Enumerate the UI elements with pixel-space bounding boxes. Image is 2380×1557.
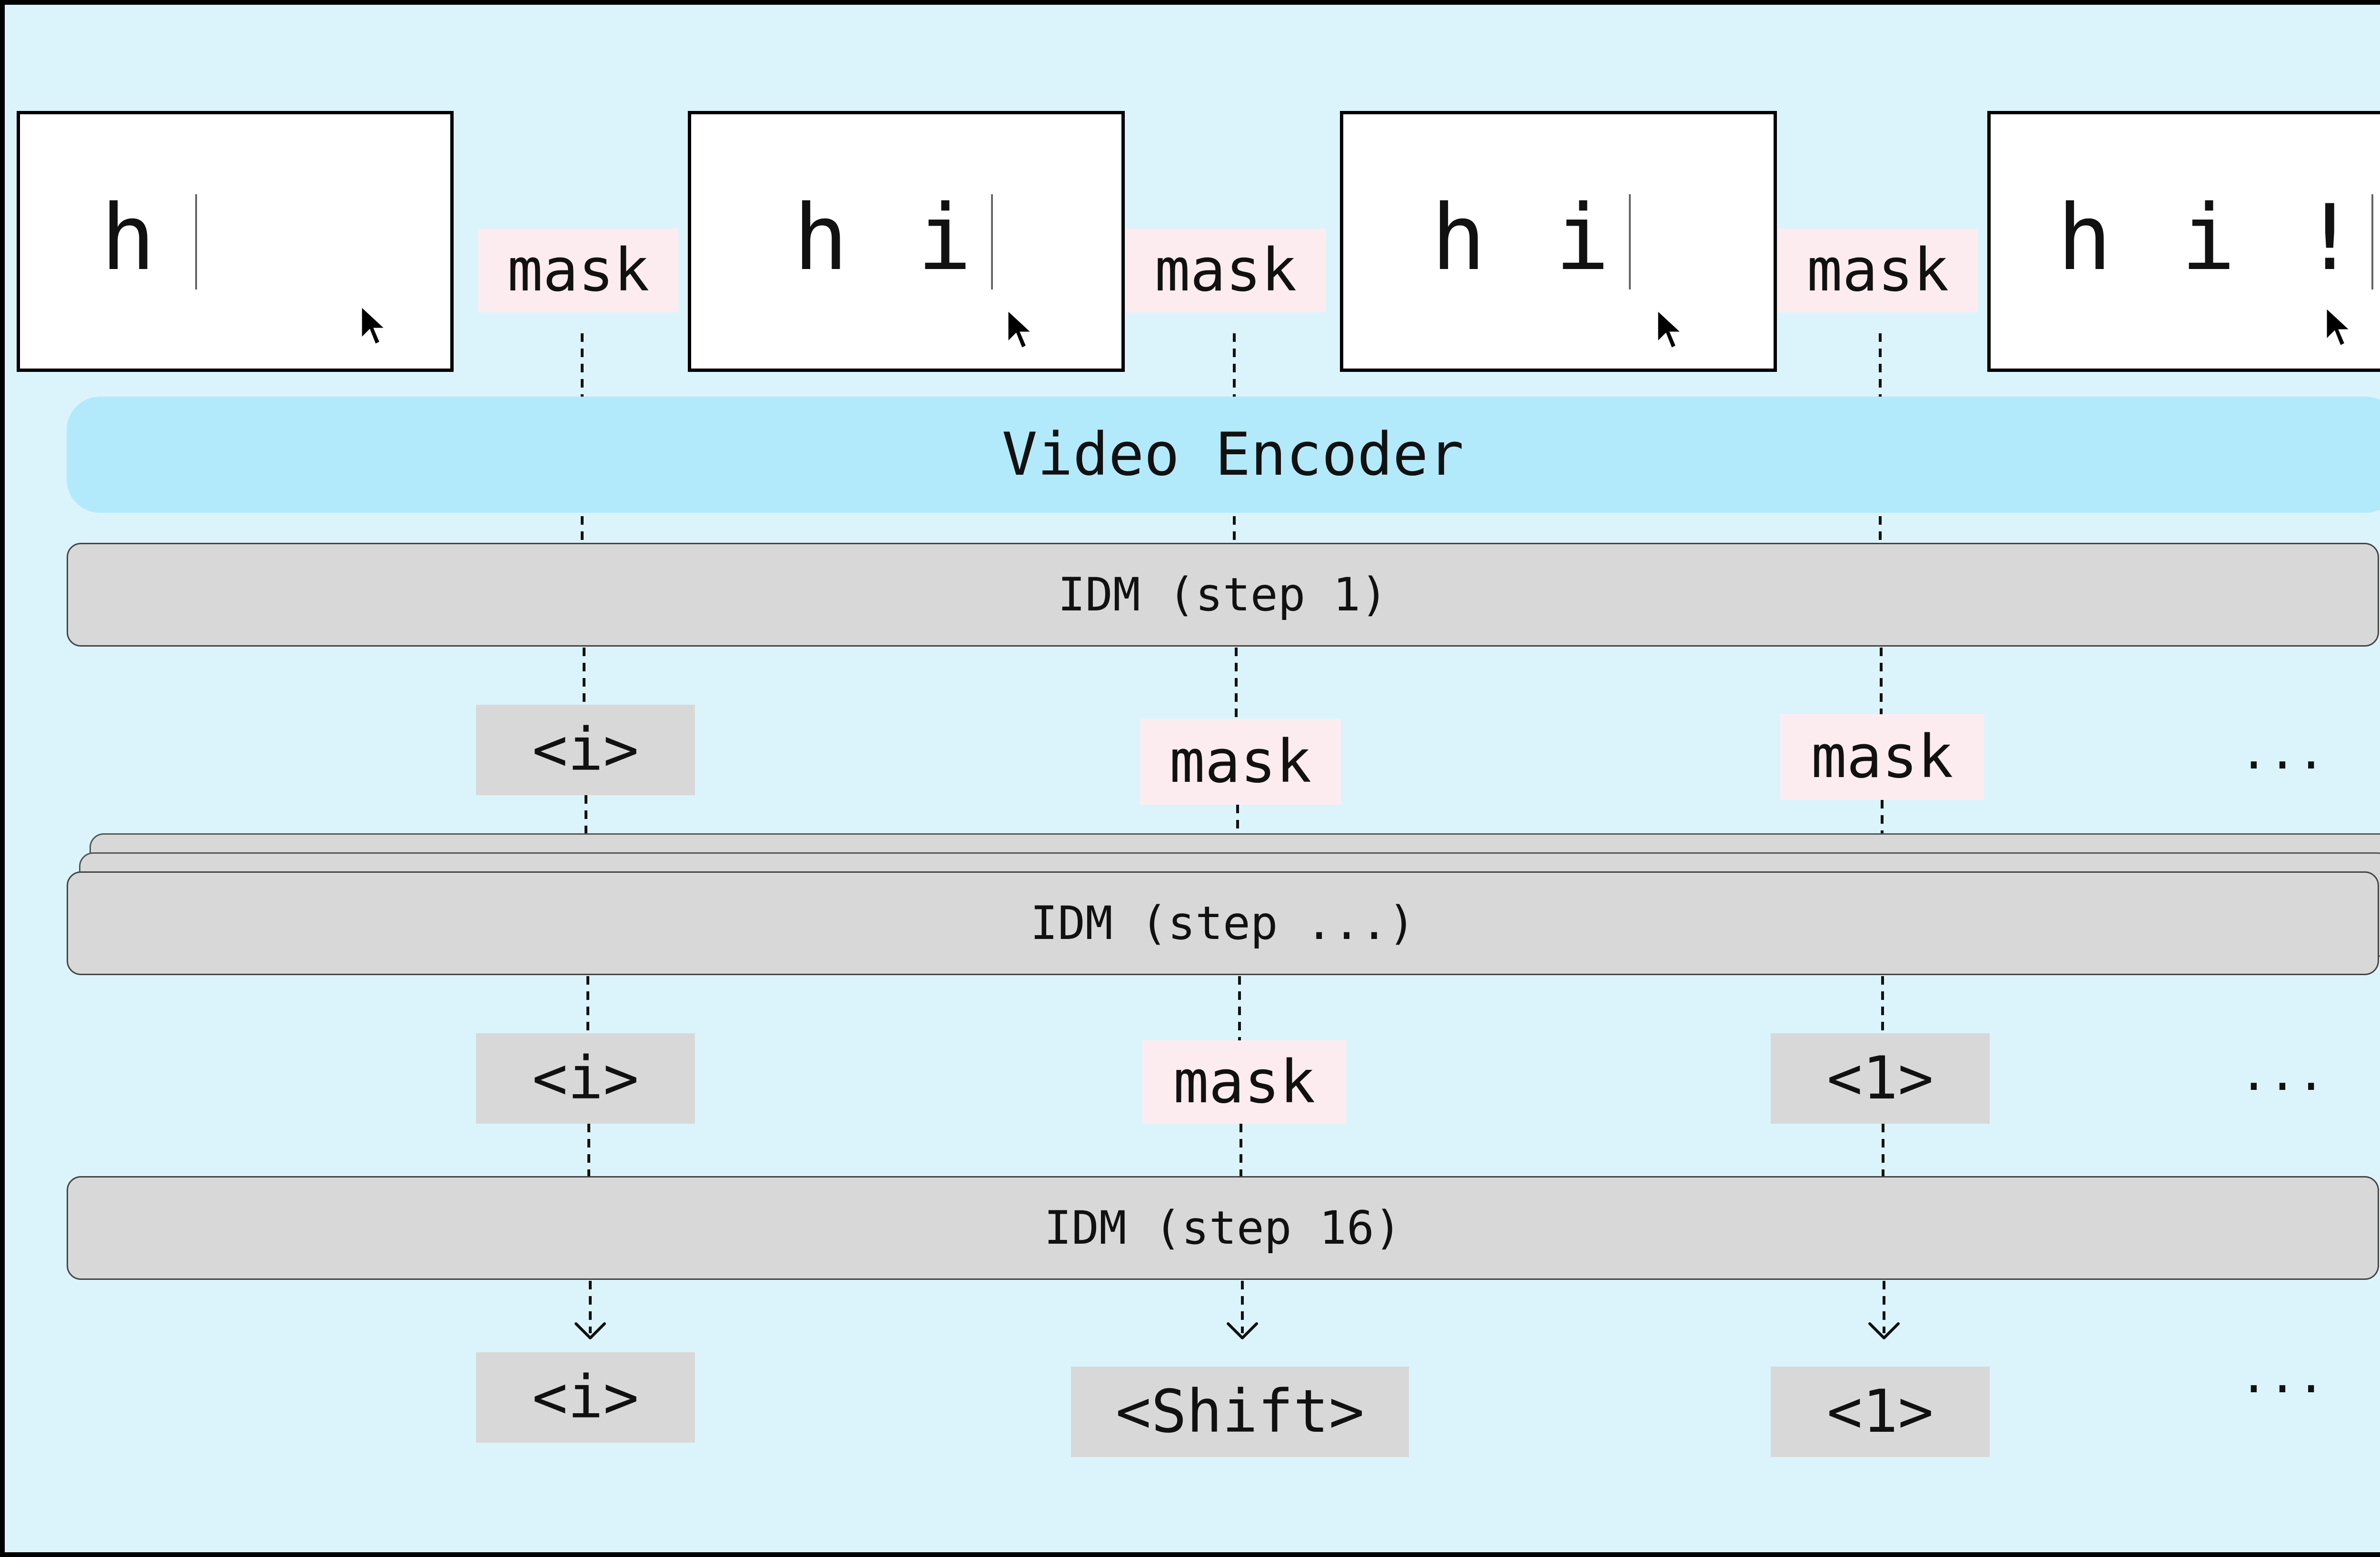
frame-text-char: h [793,185,848,290]
ellipsis: ... [2239,724,2326,780]
frame-mask-token: mask [1126,229,1326,312]
ellipsis: ... [2239,1046,2326,1101]
mask-token: mask [1142,1040,1346,1124]
frame-text-char: ! [2302,185,2357,290]
text-caret-icon [1629,194,1631,289]
action-token: <i> [476,705,695,795]
video-frame-3: h i [1340,111,1777,372]
mouse-pointer-icon [1656,307,1686,351]
action-token: <i> [476,1033,695,1124]
frame-text-char: i [1555,185,1610,290]
action-token: <1> [1771,1033,1990,1124]
video-frame-2: h i [688,111,1125,372]
dotted-arrow-icon [575,1322,606,1339]
text-caret-icon [991,194,993,289]
frame-mask-token: mask [478,229,678,312]
frame-text-char: h [101,185,156,290]
video-frame-4: h i ! [1987,111,2380,372]
frame-text-char: i [2181,185,2236,290]
frame-text-char: h [1431,185,1486,290]
idm-step-1: IDM (step 1) [67,543,2379,647]
mouse-pointer-icon [2324,305,2355,349]
mouse-pointer-icon [1006,307,1036,351]
idm-step-intermediate: IDM (step ...) [67,871,2379,975]
text-caret-icon [195,194,197,289]
frame-mask-token: mask [1778,229,1978,312]
video-encoder: Video Encoder [67,397,2380,513]
text-caret-icon [2371,194,2373,289]
frame-text-char: h [2057,185,2112,290]
action-token: <1> [1771,1367,1990,1457]
action-token: <i> [476,1352,695,1443]
ellipsis: ... [2239,1348,2326,1404]
video-frame-1: h [17,111,454,372]
idm-step-16: IDM (step 16) [67,1176,2379,1280]
frame-text-char: i [917,185,972,290]
mask-token: mask [1140,719,1341,805]
dotted-arrow-icon [1227,1322,1258,1339]
mouse-pointer-icon [359,303,390,347]
dotted-arrow-icon [1868,1322,1900,1339]
action-token: <Shift> [1071,1367,1409,1457]
mask-token: mask [1780,714,1984,800]
